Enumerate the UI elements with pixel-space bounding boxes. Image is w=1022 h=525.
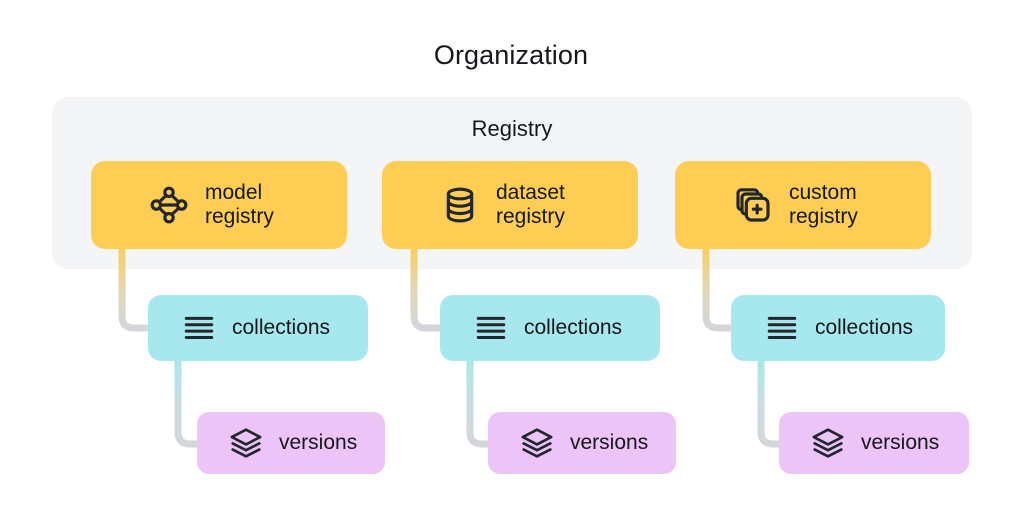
- card-label: versions: [861, 430, 940, 454]
- card-label: custom registry: [789, 180, 858, 228]
- card-custom-registry[interactable]: custom registry: [675, 161, 931, 249]
- card-versions-3[interactable]: versions: [779, 412, 969, 474]
- card-collections-2[interactable]: collections: [440, 295, 660, 361]
- page-title: Organization: [433, 40, 589, 70]
- list-lines-icon: [765, 311, 799, 345]
- card-collections-1[interactable]: collections: [148, 295, 368, 361]
- card-versions-2[interactable]: versions: [488, 412, 676, 474]
- card-label: model registry: [205, 180, 274, 228]
- card-collections-3[interactable]: collections: [731, 295, 945, 361]
- layers-stack-icon: [811, 426, 845, 460]
- card-model-registry[interactable]: model registry: [91, 161, 347, 249]
- card-dataset-registry[interactable]: dataset registry: [382, 161, 638, 249]
- list-lines-icon: [474, 311, 508, 345]
- card-label: collections: [232, 315, 331, 339]
- card-label: versions: [570, 430, 649, 454]
- registry-panel-title: Registry: [471, 116, 553, 141]
- card-label: collections: [815, 315, 914, 339]
- card-versions-1[interactable]: versions: [197, 412, 385, 474]
- layers-stack-icon: [229, 426, 263, 460]
- database-cylinder-icon: [440, 185, 480, 225]
- card-label: collections: [524, 315, 623, 339]
- list-lines-icon: [182, 311, 216, 345]
- stacked-squares-plus-icon: [733, 185, 773, 225]
- layers-stack-icon: [520, 426, 554, 460]
- network-nodes-icon: [149, 185, 189, 225]
- card-label: versions: [279, 430, 358, 454]
- card-label: dataset registry: [496, 180, 565, 228]
